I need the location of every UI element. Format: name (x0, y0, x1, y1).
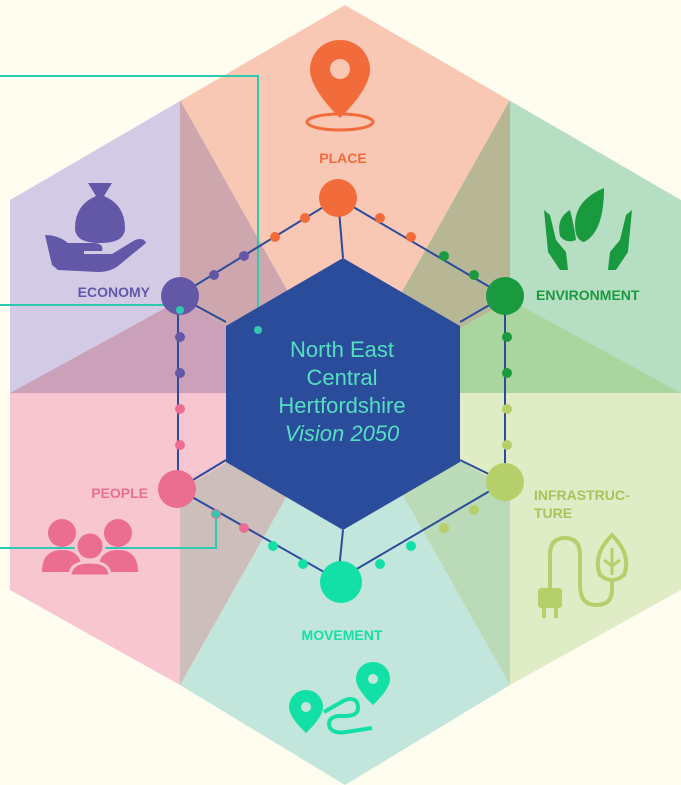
chain-dot (175, 332, 185, 342)
chain-dot (469, 505, 479, 515)
chain-dot (375, 559, 385, 569)
center-subtitle: Vision 2050 (285, 421, 400, 446)
location-pin-icon (305, 40, 375, 132)
chain-dot (175, 404, 185, 414)
label-infrastructure-2: TURE (534, 505, 572, 521)
chain-dot (502, 368, 512, 378)
connector-dot-people (212, 510, 220, 518)
leaves-in-hands-icon (544, 188, 632, 270)
label-economy: ECONOMY (78, 284, 151, 300)
node-place (319, 179, 357, 217)
chain-dot (502, 404, 512, 414)
people-group-icon (42, 519, 138, 578)
chain-dot (239, 251, 249, 261)
connector-bottom (0, 514, 217, 549)
chain-dot (300, 213, 310, 223)
chain-dot (502, 440, 512, 450)
connector-dot-economy (176, 306, 184, 314)
center-title-line-3: Hertfordshire (278, 393, 405, 418)
chain-dot (175, 440, 185, 450)
chain-dot (406, 541, 416, 551)
route-pins-icon (289, 662, 390, 735)
node-economy (161, 277, 199, 315)
chain-dot (239, 523, 249, 533)
node-environment (486, 277, 524, 315)
chain-dot (268, 541, 278, 551)
label-movement: MOVEMENT (302, 627, 383, 643)
chain-dot (298, 559, 308, 569)
node-people (158, 470, 196, 508)
center-title-line-2: Central (307, 365, 378, 390)
plug-leaf-icon (538, 532, 629, 618)
money-bag-hand-icon (45, 183, 146, 272)
chain-dot (375, 213, 385, 223)
label-people: PEOPLE (91, 485, 148, 501)
center-hexagon (226, 258, 460, 530)
chain-dot (469, 270, 479, 280)
chain-dot (270, 232, 280, 242)
label-infrastructure-1: INFRASTRUC- (534, 487, 630, 503)
chain-dot (209, 270, 219, 280)
chain-dots (175, 213, 512, 569)
chain-dot (175, 368, 185, 378)
label-environment: ENVIRONMENT (536, 287, 640, 303)
chain-dot (406, 232, 416, 242)
label-place: PLACE (319, 150, 366, 166)
connector-endpoint-center (254, 326, 262, 334)
node-movement (320, 561, 362, 603)
connector-top (0, 75, 259, 330)
chain-dot (439, 523, 449, 533)
chain-dot (439, 251, 449, 261)
node-infrastructure (486, 463, 524, 501)
center-title-line-1: North East (290, 337, 394, 362)
chain-dot (502, 332, 512, 342)
